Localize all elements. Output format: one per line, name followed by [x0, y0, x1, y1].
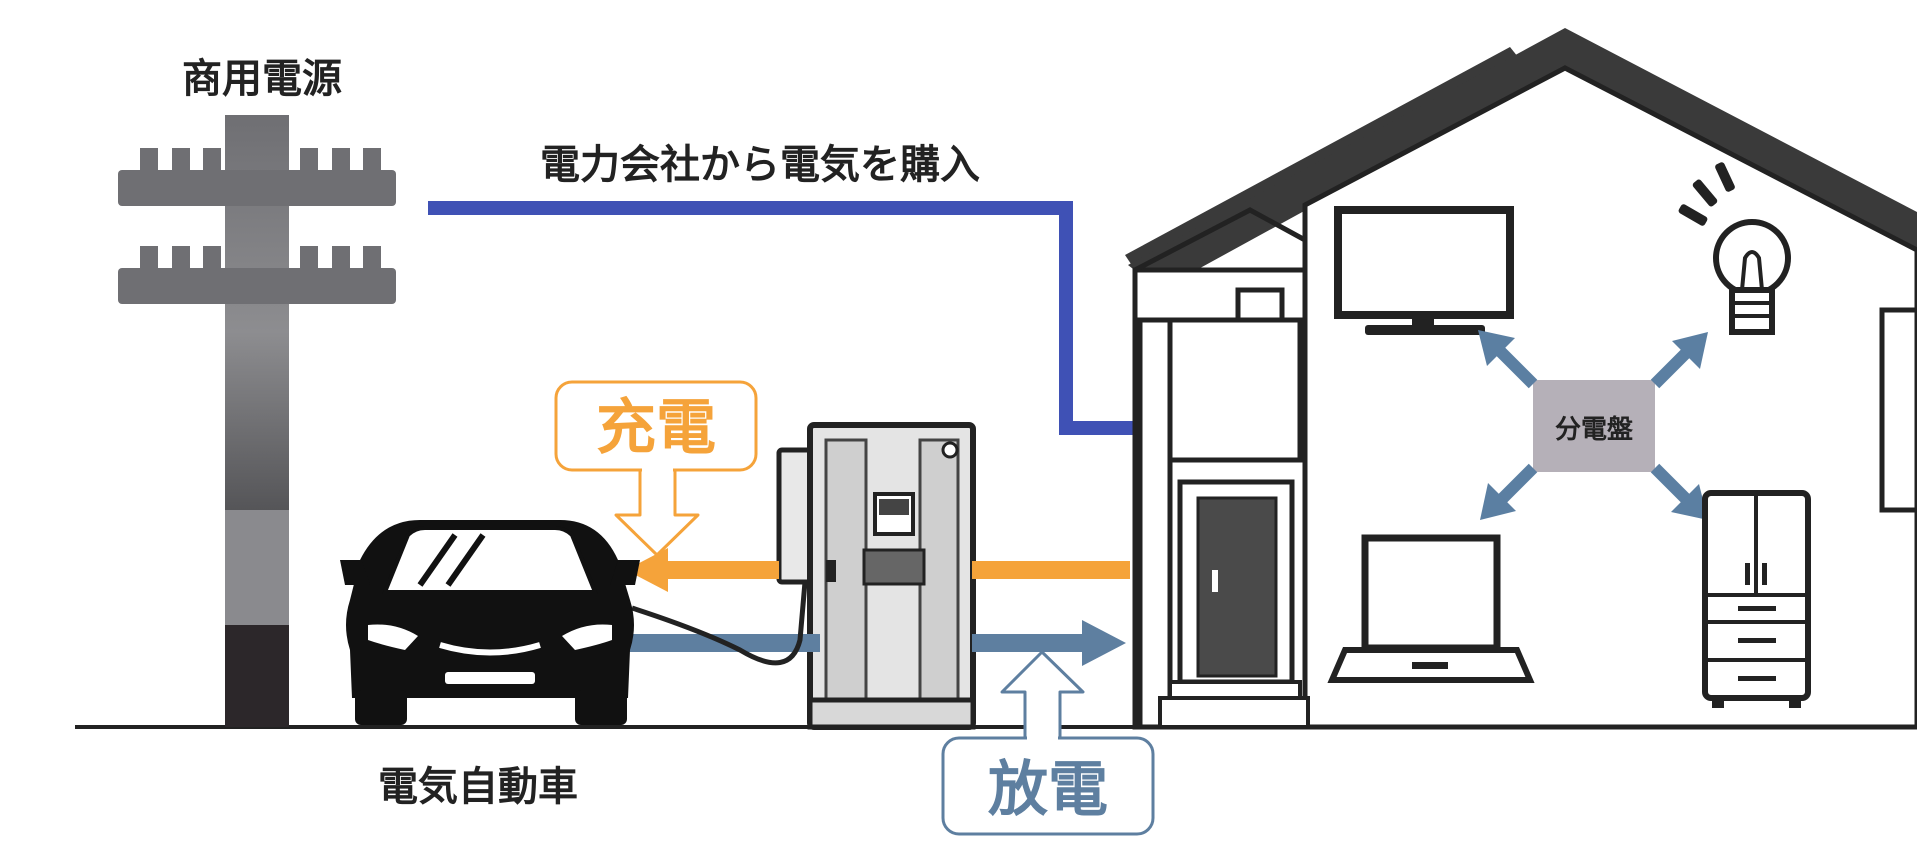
discharge-arrow-head — [1082, 620, 1126, 666]
panel-label: 分電盤 — [1555, 415, 1634, 445]
arrow-to-tv-icon — [1478, 330, 1538, 389]
charging-cable — [631, 581, 808, 666]
discharge-callout — [941, 650, 1155, 836]
electric-car-icon — [340, 520, 640, 725]
laptop-icon — [1327, 534, 1535, 683]
distribution-panel — [1533, 380, 1655, 472]
utility-pole-icon — [118, 115, 396, 727]
purchase-label: 電力会社から電気を購入 — [540, 142, 980, 188]
v2h-charger-icon — [776, 422, 976, 730]
charge-callout — [554, 380, 758, 557]
arrow-to-laptop-icon — [1480, 463, 1538, 520]
light-bulb-icon — [1678, 162, 1791, 335]
charge-label: 充電 — [596, 393, 716, 463]
charge-flow — [626, 548, 1130, 592]
charge-arrow-head — [626, 548, 668, 592]
panel-arrows — [1478, 330, 1708, 520]
power-source-label: 商用電源 — [182, 56, 342, 102]
ev-label: 電気自動車 — [378, 764, 578, 810]
tv-icon — [1334, 206, 1514, 335]
refrigerator-icon — [1702, 490, 1811, 708]
discharge-label: 放電 — [988, 755, 1108, 825]
arrow-to-bulb-icon — [1650, 332, 1708, 389]
arrow-to-fridge-icon — [1650, 463, 1708, 520]
discharge-flow — [610, 620, 1126, 666]
